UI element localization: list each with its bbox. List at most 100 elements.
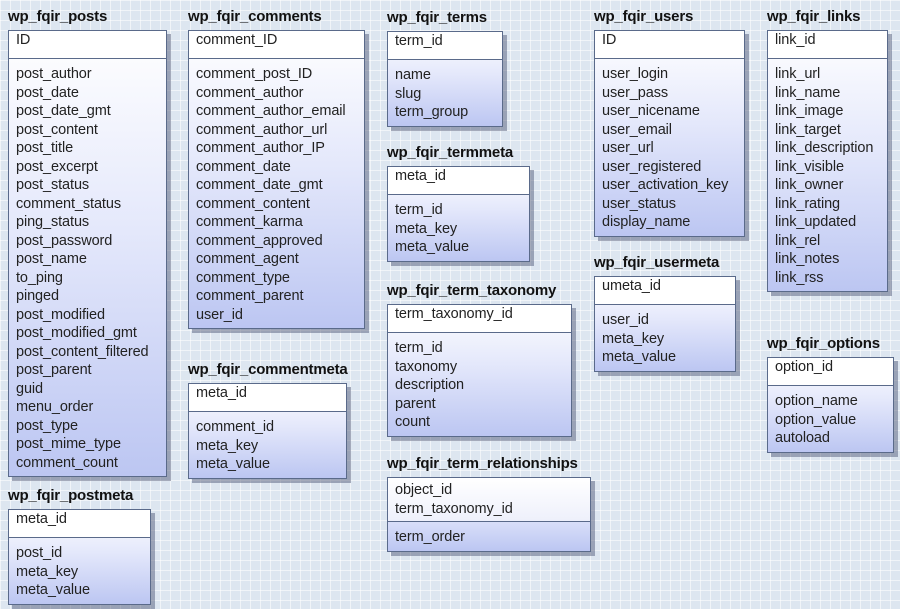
- column-item[interactable]: link_visible: [775, 158, 844, 175]
- column-item[interactable]: comment_count: [16, 454, 118, 471]
- column-item[interactable]: user_id: [602, 312, 649, 328]
- column-item[interactable]: meta_value: [16, 582, 90, 598]
- column-item[interactable]: option_value: [775, 411, 857, 428]
- column-item[interactable]: meta_key: [602, 330, 665, 347]
- primary-key-column[interactable]: term_id: [395, 33, 443, 49]
- column-item[interactable]: menu_order: [16, 399, 94, 415]
- column-item[interactable]: post_modified: [16, 306, 105, 323]
- table-box[interactable]: link_id link_url link_name link_image link_t…: [767, 30, 888, 292]
- column-item[interactable]: post_content: [16, 121, 98, 138]
- column-item[interactable]: comment_type: [196, 269, 290, 286]
- table-box[interactable]: meta_id post_id meta_key meta_value: [8, 509, 151, 605]
- column-item[interactable]: term_id: [395, 202, 443, 218]
- column-item[interactable]: post_content_filtered: [16, 343, 149, 360]
- column-item[interactable]: post_id: [16, 545, 63, 561]
- column-item[interactable]: comment_author: [196, 84, 304, 101]
- column-item[interactable]: taxonomy: [395, 358, 458, 375]
- column-item[interactable]: comment_date_gmt: [196, 177, 323, 193]
- column-item[interactable]: comment_id: [196, 419, 274, 435]
- column-item[interactable]: post_status: [16, 177, 90, 193]
- primary-key-column[interactable]: term_taxonomy_id: [395, 306, 513, 322]
- column-item[interactable]: user_nicename: [602, 103, 700, 119]
- column-item[interactable]: comment_approved: [196, 232, 323, 249]
- primary-key-column[interactable]: meta_id: [16, 511, 67, 527]
- primary-key-column[interactable]: option_id: [775, 359, 833, 375]
- column-item[interactable]: user_registered: [602, 158, 702, 175]
- column-item[interactable]: post_author: [16, 66, 92, 82]
- primary-key-column[interactable]: link_id: [775, 32, 816, 48]
- column-item[interactable]: post_mime_type: [16, 436, 121, 452]
- column-item[interactable]: meta_value: [602, 349, 676, 365]
- column-item[interactable]: post_parent: [16, 362, 92, 378]
- column-item[interactable]: guid: [16, 380, 44, 397]
- column-item[interactable]: comment_status: [16, 195, 121, 212]
- column-item[interactable]: autoload: [775, 430, 830, 446]
- column-item[interactable]: user_id: [196, 306, 243, 323]
- table-box[interactable]: umeta_id user_id meta_key meta_value: [594, 276, 736, 372]
- column-item[interactable]: link_rating: [775, 195, 840, 212]
- column-item[interactable]: term_order: [395, 529, 465, 545]
- column-item[interactable]: comment_parent: [196, 288, 304, 304]
- column-item[interactable]: user_login: [602, 66, 668, 82]
- column-item[interactable]: comment_content: [196, 195, 310, 212]
- column-item[interactable]: link_updated: [775, 214, 857, 230]
- table-box[interactable]: meta_id term_id meta_key meta_value: [387, 166, 530, 262]
- column-item[interactable]: link_target: [775, 121, 841, 138]
- column-item[interactable]: ping_status: [16, 214, 90, 230]
- column-item[interactable]: term_group: [395, 104, 469, 120]
- column-item[interactable]: pinged: [16, 288, 59, 304]
- column-item[interactable]: link_image: [775, 103, 844, 119]
- column-item[interactable]: meta_value: [196, 456, 270, 472]
- column-item[interactable]: link_owner: [775, 177, 844, 193]
- column-item[interactable]: comment_karma: [196, 214, 303, 230]
- table-box[interactable]: meta_id comment_id meta_key meta_value: [188, 383, 347, 479]
- column-item[interactable]: comment_date: [196, 158, 291, 175]
- column-item[interactable]: meta_key: [196, 437, 259, 454]
- primary-key-column[interactable]: term_taxonomy_id: [395, 500, 513, 517]
- table-box[interactable]: option_id option_name option_value autoload: [767, 357, 894, 453]
- primary-key-column[interactable]: object_id: [395, 482, 453, 498]
- column-item[interactable]: to_ping: [16, 269, 63, 286]
- column-item[interactable]: parent: [395, 395, 436, 412]
- primary-key-column[interactable]: comment_ID: [196, 32, 278, 48]
- primary-key-column[interactable]: meta_id: [395, 168, 446, 184]
- column-item[interactable]: user_email: [602, 121, 672, 138]
- table-box[interactable]: ID post_author post_date post_date_gmt post_…: [8, 30, 167, 477]
- column-item[interactable]: meta_key: [16, 563, 79, 580]
- column-item[interactable]: user_pass: [602, 84, 668, 101]
- column-item[interactable]: link_description: [775, 140, 874, 156]
- column-item[interactable]: post_title: [16, 140, 74, 156]
- column-item[interactable]: comment_author_IP: [196, 140, 325, 156]
- column-item[interactable]: description: [395, 377, 465, 393]
- column-item[interactable]: post_name: [16, 251, 87, 267]
- column-item[interactable]: comment_author_email: [196, 103, 346, 119]
- column-item[interactable]: option_name: [775, 393, 858, 409]
- column-item[interactable]: name: [395, 67, 431, 83]
- column-item[interactable]: count: [395, 414, 430, 430]
- column-item[interactable]: meta_key: [395, 220, 458, 237]
- column-item[interactable]: post_excerpt: [16, 158, 98, 175]
- column-item[interactable]: comment_agent: [196, 251, 299, 267]
- column-item[interactable]: slug: [395, 85, 422, 102]
- column-item[interactable]: post_password: [16, 232, 113, 249]
- column-item[interactable]: link_name: [775, 84, 841, 101]
- column-item[interactable]: post_date_gmt: [16, 103, 111, 119]
- column-item[interactable]: meta_value: [395, 239, 469, 255]
- column-item[interactable]: link_rel: [775, 232, 821, 249]
- primary-key-column[interactable]: umeta_id: [602, 278, 661, 294]
- column-item[interactable]: comment_author_url: [196, 121, 328, 138]
- primary-key-column[interactable]: meta_id: [196, 385, 247, 401]
- column-item[interactable]: user_status: [602, 195, 676, 212]
- table-box[interactable]: object_id term_taxonomy_id term_order: [387, 477, 591, 552]
- column-item[interactable]: user_url: [602, 140, 654, 156]
- column-item[interactable]: post_modified_gmt: [16, 325, 137, 341]
- column-item[interactable]: user_activation_key: [602, 177, 729, 193]
- primary-key-column[interactable]: ID: [16, 32, 31, 48]
- column-item[interactable]: post_date: [16, 84, 79, 101]
- column-item[interactable]: link_url: [775, 66, 821, 82]
- column-item[interactable]: post_type: [16, 417, 78, 434]
- column-item[interactable]: display_name: [602, 214, 691, 230]
